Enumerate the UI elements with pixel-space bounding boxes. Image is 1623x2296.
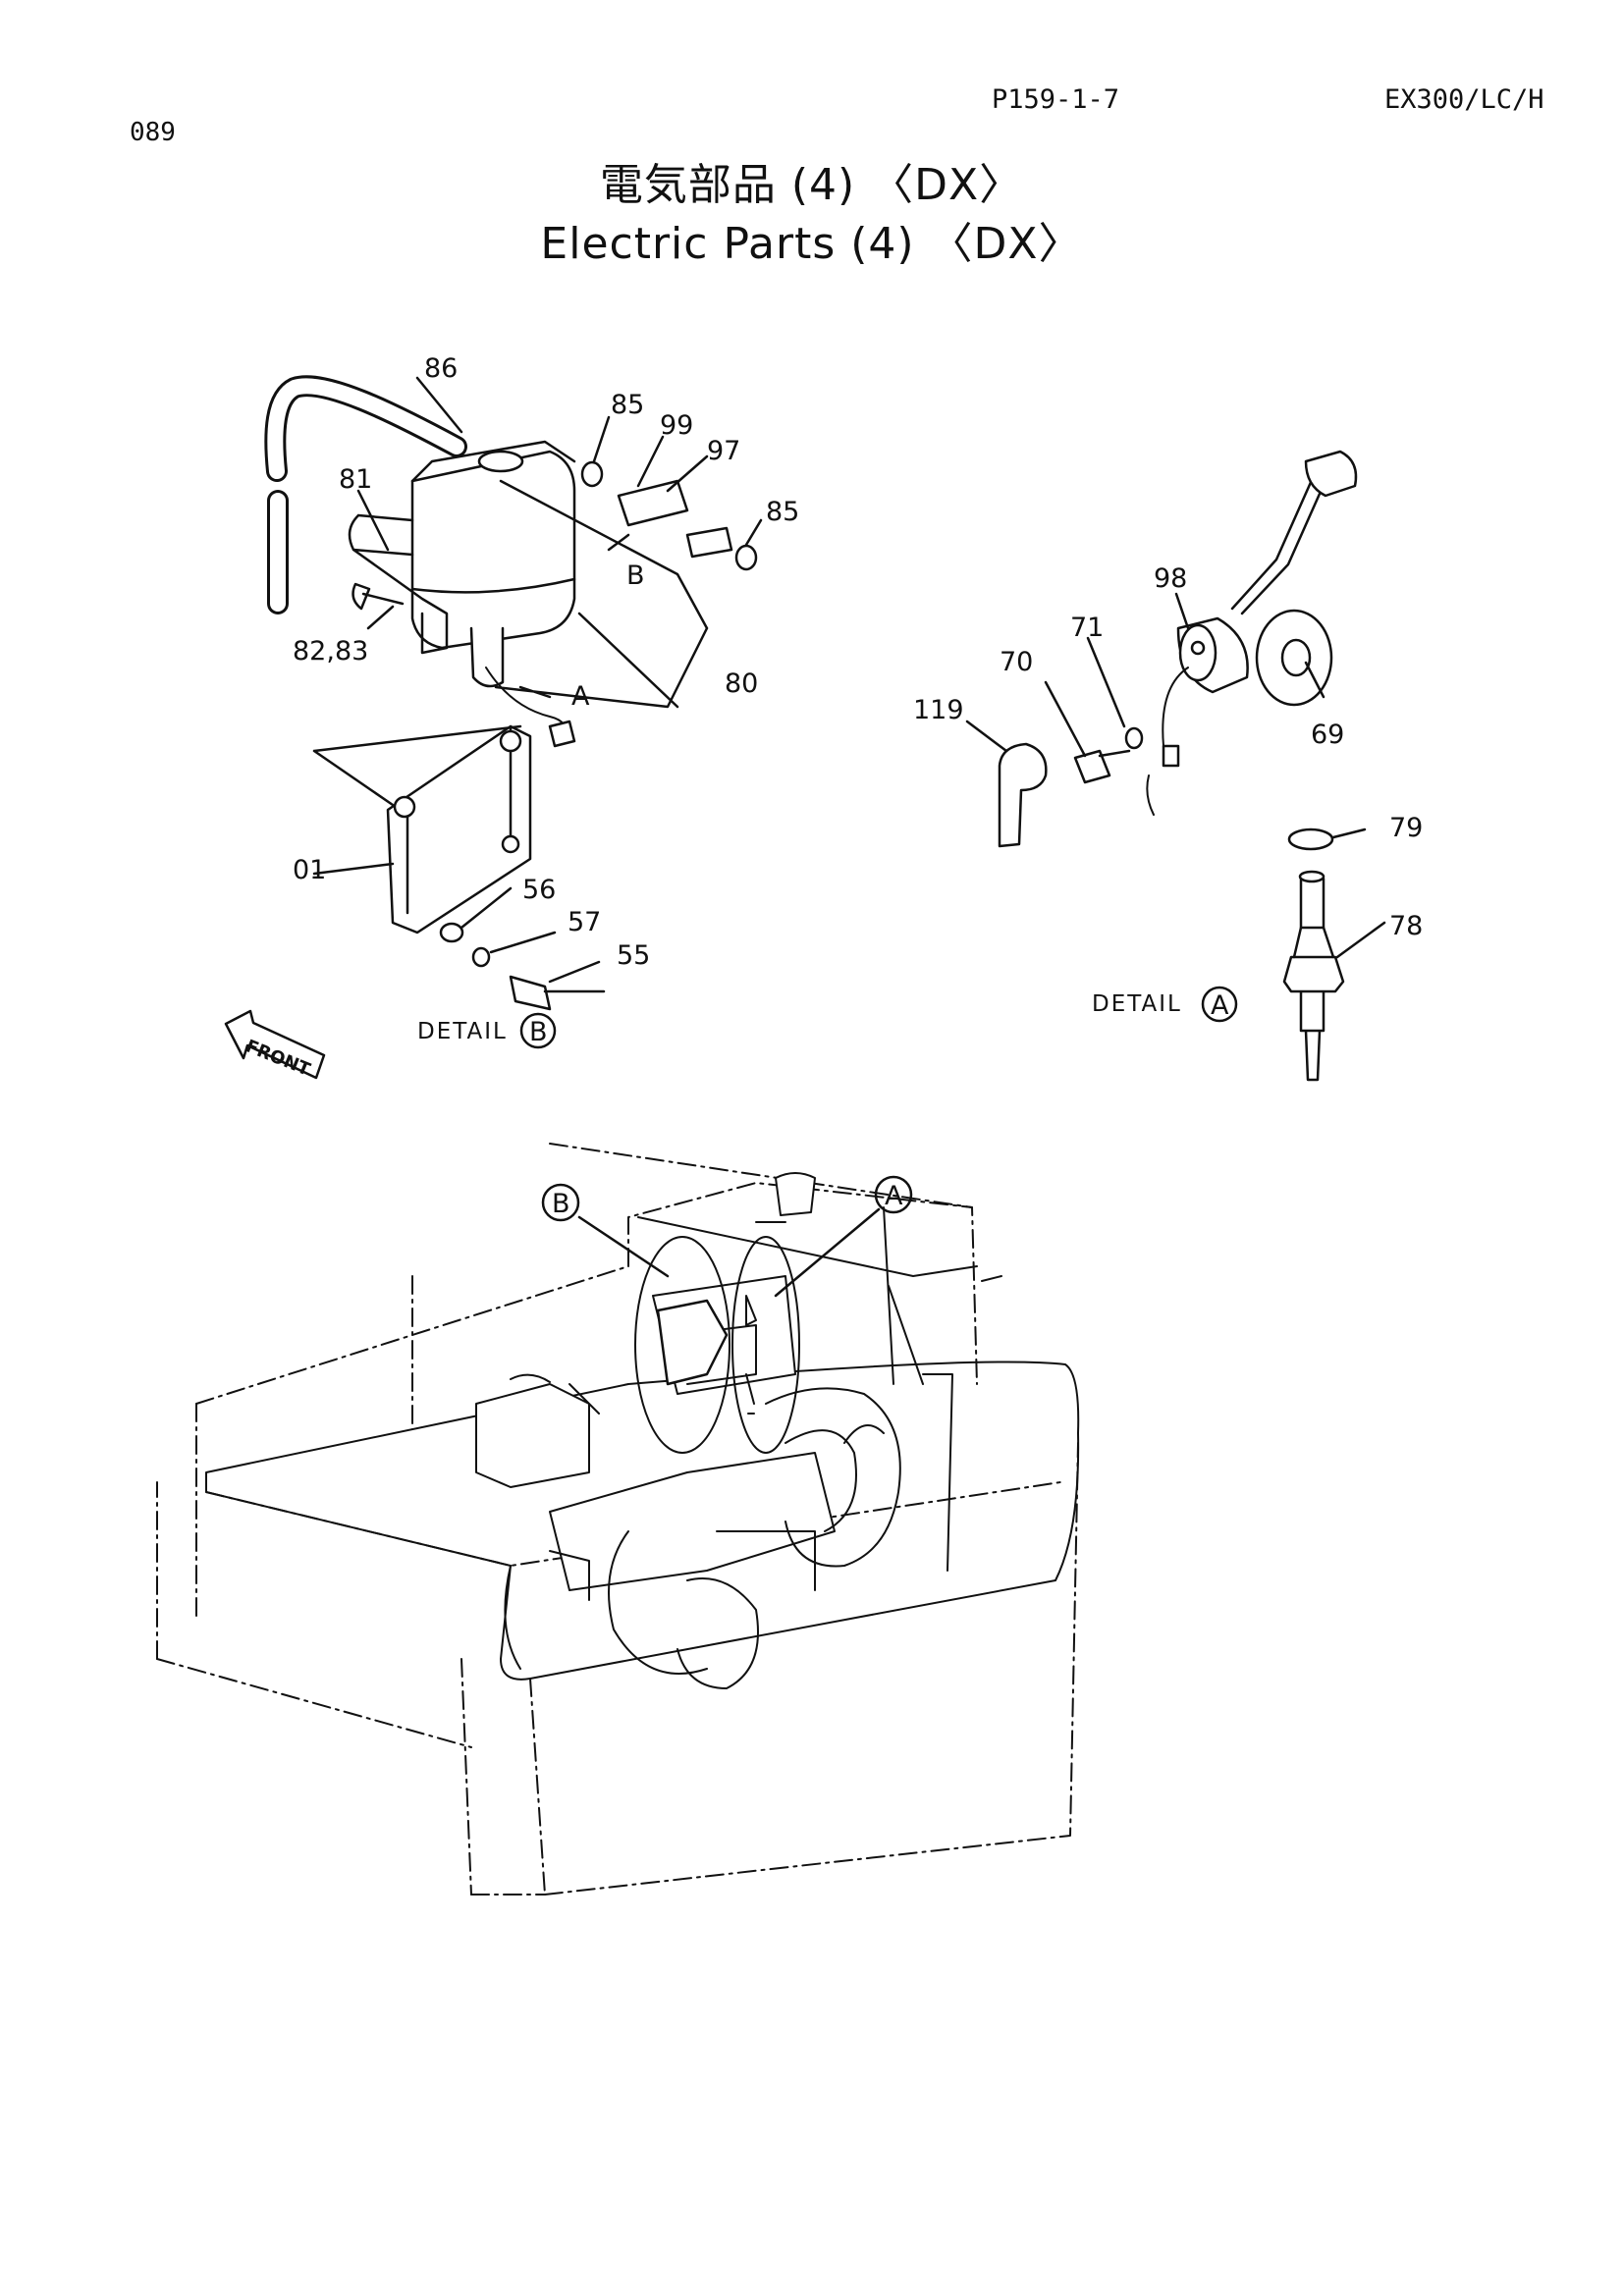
label-86: 86 [424, 353, 458, 384]
float [1304, 450, 1358, 498]
overview-callout-a-circle [874, 1175, 913, 1214]
label-70: 70 [1000, 647, 1033, 677]
label-01: 01 [293, 855, 326, 885]
bolt-55 [509, 975, 606, 1011]
bolt-82-83 [352, 582, 405, 611]
snap-ring-57 [471, 946, 491, 968]
pipe-97 [685, 526, 733, 559]
label-82-83: 82,83 [293, 636, 368, 667]
page-number: 089 [130, 118, 176, 147]
page-title-english: Electric Parts (4) 〈DX〉 [540, 219, 1083, 269]
gasket-69 [1255, 609, 1333, 707]
label-85-lower: 85 [766, 497, 799, 527]
clamp-85-lower [734, 544, 758, 571]
label-98: 98 [1154, 563, 1187, 594]
clamp-85-upper [580, 460, 604, 488]
part-reference: P159-1-7 [992, 84, 1120, 115]
label-80: 80 [725, 668, 758, 699]
washer-56 [439, 922, 464, 943]
label-55: 55 [617, 940, 650, 971]
float-rod [1230, 469, 1318, 611]
label-81: 81 [339, 464, 372, 495]
detail-b-drawing [264, 375, 763, 1011]
detail-b-locator-ellipse [634, 1236, 730, 1454]
label-71: 71 [1070, 613, 1104, 643]
engine-parts [475, 1373, 836, 1591]
detail-a-drawing [965, 450, 1386, 1082]
overview-drawing [156, 1143, 1080, 1896]
label-97: 97 [707, 436, 740, 466]
cap-119 [998, 742, 1048, 848]
label-85-upper: 85 [611, 390, 644, 420]
overview-callout-b: B [552, 1189, 570, 1219]
washer-71 [1124, 726, 1144, 750]
detail-a-marker-circle [1201, 986, 1238, 1023]
sensor-78 [1282, 877, 1345, 1082]
detail-a-marker: A [1211, 990, 1229, 1021]
label-57: 57 [568, 907, 601, 937]
overview-callout-b-circle [541, 1183, 580, 1222]
label-56: 56 [522, 875, 556, 905]
detail-a-caption: DETAIL [1092, 991, 1182, 1017]
label-79: 79 [1389, 813, 1423, 843]
connector-99 [617, 479, 689, 527]
label-69: 69 [1311, 720, 1344, 750]
tank-80 [410, 450, 576, 650]
label-119: 119 [913, 695, 964, 725]
detail-b-marker: B [529, 1017, 548, 1047]
label-b-inner: B [626, 561, 645, 591]
page-title-japanese: 電気部品 (4) 〈DX〉 [599, 160, 1024, 210]
mount-bracket-01 [386, 724, 532, 934]
label-99: 99 [660, 410, 693, 441]
model-code: EX300/LC/H [1384, 84, 1544, 115]
detail-b-caption: DETAIL [417, 1019, 508, 1044]
screw-70 [1073, 749, 1131, 784]
front-arrow: FRONT [224, 1009, 326, 1081]
filler-cap [775, 1172, 816, 1216]
label-a-inner: A [571, 681, 590, 712]
detail-b-marker-circle [519, 1012, 557, 1049]
bracket-81 [348, 513, 449, 655]
detail-a-locator-ellipse [731, 1236, 800, 1454]
overview-callout-a: A [885, 1181, 903, 1211]
washer-79 [1287, 828, 1334, 851]
label-78: 78 [1389, 911, 1423, 941]
